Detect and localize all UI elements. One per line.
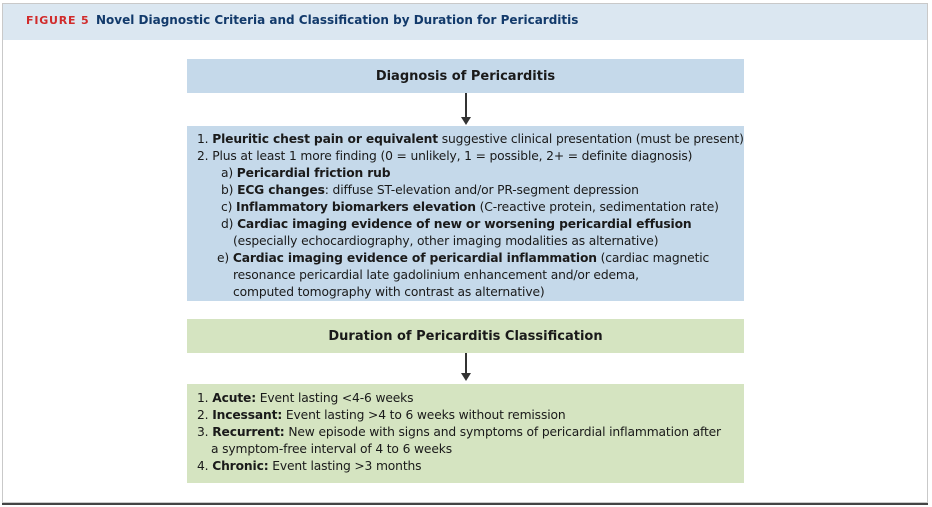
criterion-1: 1. Pleuritic chest pain or equivalent su…: [197, 131, 744, 148]
duration-chronic-text: Event lasting >3 months: [268, 459, 422, 473]
duration-incessant-label: Incessant:: [212, 408, 283, 422]
finding-d: d) Cardiac imaging evidence of new or wo…: [197, 216, 734, 233]
duration-heading: Duration of Pericarditis Classification: [328, 328, 603, 344]
finding-e-text: (cardiac magnetic: [596, 251, 710, 265]
duration-recurrent-continued: a symptom-free interval of 4 to 6 weeks: [211, 442, 452, 456]
duration-incessant: 2. Incessant: Event lasting >4 to 6 week…: [197, 407, 734, 424]
finding-prefix: a): [221, 166, 237, 180]
duration-chronic: 4. Chronic: Event lasting >3 months: [197, 458, 734, 475]
diagnosis-heading-box: Diagnosis of Pericarditis: [187, 59, 744, 93]
duration-number: 4.: [197, 459, 213, 473]
finding-e-continued-1: resonance pericardial late gadolinium en…: [233, 268, 639, 282]
duration-recurrent: 3. Recurrent: New episode with signs and…: [197, 424, 734, 441]
arrow-head-1: [461, 117, 471, 125]
finding-b-bold: ECG changes: [237, 183, 325, 197]
figure-label: FIGURE 5: [26, 14, 90, 27]
duration-recurrent-label: Recurrent:: [212, 425, 285, 439]
duration-incessant-text: Event lasting >4 to 6 weeks without remi…: [282, 408, 566, 422]
finding-e-bold: Cardiac imaging evidence of pericardial …: [232, 251, 597, 265]
finding-e: e) Cardiac imaging evidence of pericardi…: [197, 250, 734, 267]
duration-acute: 1. Acute: Event lasting <4-6 weeks: [197, 390, 734, 407]
duration-acute-label: Acute:: [212, 391, 256, 405]
arrow-head-2: [461, 373, 471, 381]
figure-header: [3, 4, 927, 40]
finding-d-continued: (especially echocardiography, other imag…: [233, 234, 659, 248]
finding-c-text: (C-reactive protein, sedimentation rate): [475, 200, 719, 214]
finding-d-bold: Cardiac imaging evidence of new or worse…: [237, 217, 692, 231]
arrow-connector-2: [465, 353, 467, 374]
duration-classification-box: 1. Acute: Event lasting <4-6 weeks 2. In…: [187, 384, 744, 483]
finding-prefix: d): [221, 217, 238, 231]
figure-title: Novel Diagnostic Criteria and Classifica…: [96, 13, 579, 27]
finding-c-bold: Inflammatory biomarkers elevation: [236, 200, 476, 214]
duration-acute-text: Event lasting <4-6 weeks: [256, 391, 414, 405]
diagnosis-heading: Diagnosis of Pericarditis: [375, 68, 556, 84]
duration-number: 2.: [197, 408, 213, 422]
diagnosis-criteria-box: 1. Pleuritic chest pain or equivalent su…: [187, 126, 744, 301]
finding-e-continued-2: computed tomography with contrast as alt…: [233, 285, 545, 299]
finding-b-text: : diffuse ST-elevation and/or PR-segment…: [324, 183, 639, 197]
finding-prefix: e): [217, 251, 233, 265]
finding-a-bold: Pericardial friction rub: [236, 166, 391, 180]
figure-bottom-rule: [2, 503, 928, 505]
duration-heading-box: Duration of Pericarditis Classification: [187, 319, 744, 353]
finding-c: c) Inflammatory biomarkers elevation (C-…: [197, 199, 734, 216]
arrow-connector-1: [465, 93, 467, 118]
duration-number: 1.: [197, 391, 213, 405]
finding-a: a) Pericardial friction rub: [197, 165, 734, 182]
criterion-1-bold: Pleuritic chest pain or equivalent: [212, 132, 438, 146]
duration-chronic-label: Chronic:: [212, 459, 269, 473]
duration-number: 3.: [197, 425, 213, 439]
criterion-number: 1.: [197, 132, 213, 146]
criterion-1-text: suggestive clinical presentation (must b…: [438, 132, 744, 146]
figure-frame: [2, 3, 928, 503]
finding-prefix: b): [221, 183, 238, 197]
finding-b: b) ECG changes: diffuse ST-elevation and…: [197, 182, 734, 199]
finding-prefix: c): [221, 200, 237, 214]
criterion-2: 2. Plus at least 1 more finding (0 = unl…: [197, 149, 693, 163]
duration-recurrent-text: New episode with signs and symptoms of p…: [284, 425, 721, 439]
